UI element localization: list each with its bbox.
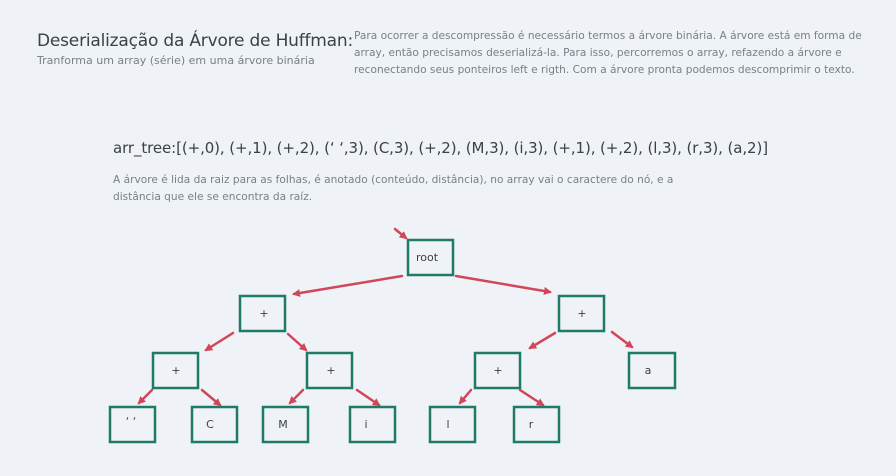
node-label: l [446,418,449,431]
tree-leaf-r: r [512,405,561,444]
node-label: C [206,418,214,431]
tree-node-l1-right: + [557,294,606,333]
tree-node-l2-a: + [151,351,200,390]
tree-node-l2-b: + [305,351,354,390]
node-label: i [364,418,367,431]
edge-l2b-i [355,388,381,407]
entry-arrow [393,227,408,240]
edge-right-l2c [528,331,557,350]
page-subtitle: Tranforma um array (série) em uma árvore… [37,54,315,67]
node-label: + [259,307,268,320]
page-title: Deserialização da Árvore de Huffman: [37,31,353,51]
node-label: r [529,418,534,431]
tree-leaf-space: ‘ ‘ [108,405,157,444]
node-label: root [416,251,439,264]
array-notation: arr_tree:[(+,0), (+,1), (+,2), (‘ ‘,3), … [113,139,768,157]
node-label: + [493,364,502,377]
tree-node-l2-d: a [627,351,677,390]
edge-right-l2d [610,330,634,349]
description-paragraph: Para ocorrer a descompressão é necessári… [354,30,862,76]
tree-edges [137,227,634,407]
edge-l2b-m [288,388,305,405]
tree-leaf-l: l [428,405,477,444]
node-label: + [171,364,180,377]
reading-note: A árvore é lida da raiz para as folhas, … [113,174,674,203]
tree-node-l1-left: + [238,294,287,333]
edge-left-l2b [286,332,308,352]
node-label: ‘ ‘ [126,415,137,428]
edge-l2c-r [518,388,545,407]
tree-leaf-m: M [261,405,310,444]
node-label: + [577,307,586,320]
tree-node-l2-c: + [473,351,522,390]
edge-l2a-c [200,388,222,407]
tree-leaf-c: C [190,405,239,444]
edge-root-right [454,274,552,295]
node-label: a [645,364,652,377]
edge-l2a-space [137,388,154,405]
edge-root-left [292,274,404,297]
tree-leaf-i: i [348,405,397,444]
tree-node-root: root [406,238,455,277]
node-label: M [278,418,288,431]
node-label: + [326,364,335,377]
edge-left-l2a [204,331,235,352]
edge-l2c-l [458,388,473,405]
